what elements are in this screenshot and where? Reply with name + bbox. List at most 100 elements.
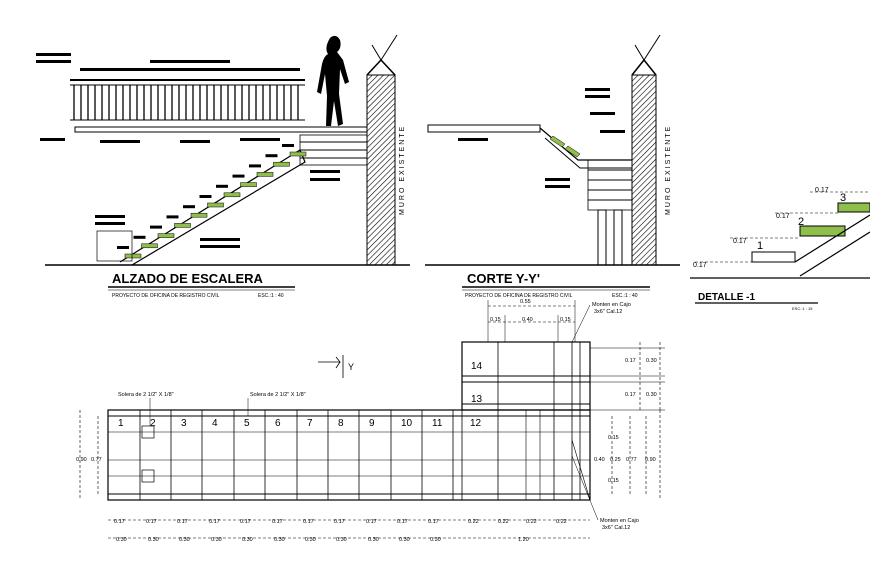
right-top-dim-2: 0.30 [646,358,657,364]
detail-stringer [794,214,870,277]
tread-annotation [232,174,245,178]
going-dim: 0.30 [274,537,285,543]
stair-steps [117,144,307,259]
going-dim: 0.30 [305,537,316,543]
tread-annotation [282,144,294,147]
plan-step-number: 6 [275,418,281,429]
right-top-dim-1: 0.17 [625,358,636,364]
going-dim: 0.30 [179,537,190,543]
railing [70,79,305,121]
plan-step-number: 8 [338,418,344,429]
tread-dim: 0.17 [240,519,251,525]
tread-dim: 0.17 [397,519,408,525]
solera-label-2: Solera de 2 1/2" X 1/8" [250,392,306,398]
right-dim-2: 0.40 [594,457,605,463]
going-dim: 0.30 [399,537,410,543]
plan-step-lines [139,410,463,500]
tread-annotation [199,195,212,198]
elevation-tread [240,182,257,187]
top-dim-right: 0.15 [560,317,571,323]
tread-dim: 0.22 [526,519,537,525]
detail-dim-4: 0.17 [815,187,829,194]
solera-label-1: Solera de 2 1/2" X 1/8" [118,392,174,398]
plan-step-number: 10 [401,418,413,429]
tread-annotation [249,164,261,168]
detail-dim-3: 0.17 [776,213,790,220]
plan-step-number: 11 [432,418,443,429]
tread-annotation [133,235,146,239]
top-dim-left: 0.15 [490,317,501,323]
detail-step-number-1: 1 [757,240,763,252]
right-dim-3: 0.25 [610,457,621,463]
wall-break-mark [371,34,398,61]
section-slab [427,124,541,133]
elevation-tread [190,212,208,218]
section-column-block [587,159,633,211]
tread-annotation [117,246,129,249]
elevation-tread [273,161,290,167]
person-silhouette [317,35,349,126]
tread-dim: 0.17 [428,519,439,525]
monten-label-bottom-2: 3x6" Cal.12 [602,525,630,531]
plan-step-number: 12 [470,418,482,429]
going-dim: 0.30 [116,537,127,543]
detail-dim-1: 0.17 [693,262,707,269]
tread-dim: 0.17 [209,519,220,525]
section-title: CORTE Y-Y' [467,271,540,286]
elevation-view: MURO EXISTENTE ALZADO DE ESCALERA PROYEC… [36,34,410,299]
right-dim-6: 0.15 [608,478,619,484]
section-wall [631,74,657,266]
plan-step-number-14: 14 [471,361,483,372]
tread-annotation [265,154,278,158]
tread-dim: 0.17 [303,519,314,525]
tread-dim: 0.17 [366,519,377,525]
plan-step-number: 1 [118,418,124,429]
plan-step-number: 4 [212,418,218,429]
section-arrow-icon [318,356,341,369]
detail-step-2 [799,225,846,237]
detail-scale: ESC.:1 : 15 [792,306,813,311]
plan-step-number-13: 13 [471,394,483,405]
left-dim-1: 0.90 [76,457,87,463]
elevation-annotations [36,53,340,248]
elevation-tread [207,202,224,208]
plan-step-number: 7 [307,418,313,429]
plan-stair-outline [107,409,591,501]
section-subtitle: PROYECTO DE OFICINA DE REGISTRO CIVIL [465,293,573,299]
going-dim: 0.30 [148,537,159,543]
wall-top [366,58,396,76]
right-dim-4: 0.77 [626,457,637,463]
plan-step-number: 3 [181,418,187,429]
tread-annotation [183,205,195,209]
elevation-tread [256,172,274,177]
going-dim: 0.30 [336,537,347,543]
plan-step-number: 5 [244,418,250,429]
elevation-tread [157,233,175,238]
tread-dim: 0.17 [334,519,345,525]
top-dim-overall: 0.55 [520,299,531,305]
detail-title: DETALLE -1 [698,292,755,303]
tread-dim: 0.22 [498,519,509,525]
section-view: MURO EXISTENTE CORTE Y-Y' PROYECTO DE OF… [425,34,680,299]
plan-step-number: 9 [369,418,375,429]
right-top-dim-4: 0.30 [646,392,657,398]
elevation-title: ALZADO DE ESCALERA [112,271,264,286]
tread-annotation [166,215,179,219]
going-dim: 0.30 [368,537,379,543]
tread-annotation [216,184,228,188]
tread-dim: 0.17 [146,519,157,525]
elevation-tread [223,192,241,198]
right-top-dim-3: 0.17 [625,392,636,398]
detail-step-1 [751,251,796,263]
elevation-tread [124,253,142,259]
tread-dim: 0.17 [177,519,188,525]
monten-label-top-2: 3x6" Cal.12 [594,309,622,315]
section-marker: Y [348,362,354,372]
top-dim-mid: 0.40 [522,317,533,323]
elevation-tread [174,223,191,228]
section-scale: ESC.:1 : 40 [612,293,638,299]
monten-label-top-1: Monten en Cajo [592,302,631,308]
